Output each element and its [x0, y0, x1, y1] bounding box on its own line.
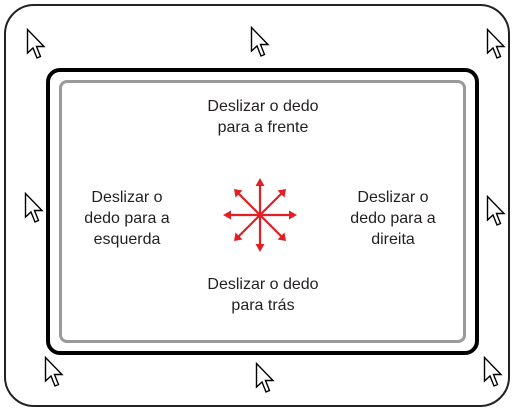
- pointer-cursor-icon: [44, 356, 64, 390]
- label-slide-forward: Deslizar o dedo para a frente: [207, 98, 319, 136]
- pointer-cursor-icon: [24, 192, 44, 226]
- pointer-cursor-icon: [483, 356, 503, 390]
- label-slide-right: Deslizar o dedo para a direita: [350, 189, 436, 248]
- pointer-cursor-icon: [255, 362, 275, 396]
- pointer-cursor-icon: [486, 28, 506, 62]
- pointer-cursor-icon: [250, 26, 270, 60]
- eight-direction-arrows-icon: [223, 178, 297, 252]
- label-slide-back: Deslizar o dedo para trás: [207, 276, 319, 314]
- pointer-cursor-icon: [486, 195, 506, 229]
- pointer-cursor-icon: [26, 28, 46, 62]
- label-slide-left: Deslizar o dedo para a esquerda: [84, 189, 170, 248]
